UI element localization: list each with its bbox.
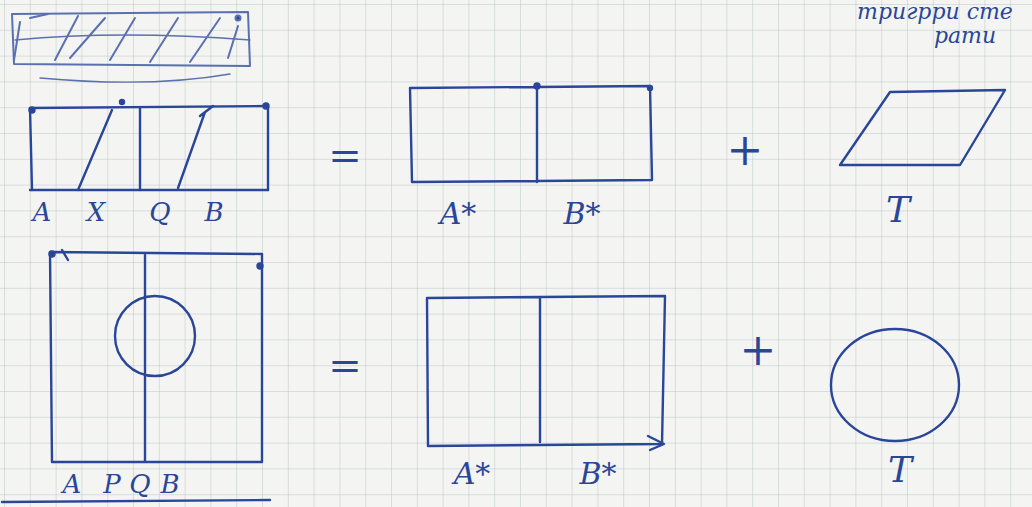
divided-strip <box>30 100 269 190</box>
figure-label: A* <box>454 459 491 489</box>
figure-label: X <box>87 199 106 225</box>
handwritten-note: тригрри сте <box>857 1 1013 23</box>
handwritten-note: рати <box>934 25 996 47</box>
figure-label: P <box>103 471 121 497</box>
circle <box>831 329 959 441</box>
figure-label: Q <box>149 199 170 225</box>
figure-label: T <box>888 452 912 488</box>
figure-label: Q <box>129 471 150 497</box>
figure-label: B <box>204 199 223 225</box>
figure-label: A <box>33 199 52 225</box>
figure-label: B* <box>579 459 616 489</box>
figure-label: B <box>160 471 179 497</box>
figure-label: A <box>63 471 82 497</box>
parallelogram <box>840 90 1005 165</box>
figure-label: + <box>727 128 764 172</box>
square-with-circle <box>50 250 263 462</box>
figure-label: = <box>328 135 362 175</box>
hatched-strip <box>12 12 250 82</box>
figure-label: T <box>886 192 910 228</box>
figure-label: + <box>740 328 777 372</box>
figure-label: A* <box>440 199 477 229</box>
figure-label: B* <box>563 199 600 229</box>
split-rectangle <box>427 296 665 450</box>
figure-label: = <box>328 345 362 385</box>
split-rectangle <box>410 84 652 183</box>
bottom-line <box>2 500 270 502</box>
